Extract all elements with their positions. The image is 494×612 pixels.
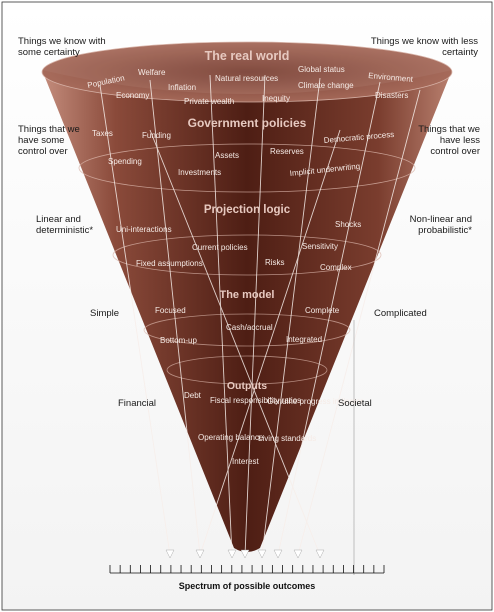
rim-model bbox=[143, 313, 351, 347]
title-outputs: Outputs bbox=[227, 380, 267, 392]
label-sensitivity: Sensitivity bbox=[302, 242, 338, 251]
label-living-standards: Living standards bbox=[258, 434, 316, 443]
label-bottom-up: Bottom-up bbox=[160, 336, 197, 345]
title-the-model: The model bbox=[219, 289, 274, 301]
side-label-financial: Financial bbox=[118, 398, 157, 409]
side-label-simple: Simple bbox=[90, 308, 120, 319]
label-taxes: Taxes bbox=[92, 129, 113, 138]
label-private-wealth: Private wealth bbox=[184, 97, 234, 106]
label-shocks: Shocks bbox=[335, 220, 361, 229]
rim-real-world bbox=[41, 41, 453, 103]
label-assets: Assets bbox=[215, 151, 239, 160]
label-focused: Focused bbox=[155, 306, 186, 315]
label-funding: Funding bbox=[142, 131, 171, 140]
label-disasters: Disasters bbox=[375, 91, 408, 100]
label-risks: Risks bbox=[265, 258, 285, 267]
side-label-complicated: Complicated bbox=[374, 308, 427, 319]
label-interest: Interest bbox=[232, 457, 259, 466]
label-inflation: Inflation bbox=[168, 83, 196, 92]
cone-body bbox=[42, 70, 452, 552]
label-cash-accrual: Cash/accrual bbox=[226, 323, 273, 332]
label-complex: Complex bbox=[320, 263, 352, 272]
title-projection-logic: Projection logic bbox=[204, 204, 291, 216]
title-real-world: The real world bbox=[205, 49, 290, 63]
label-natural-resources: Natural resources bbox=[215, 74, 278, 83]
ray-lines bbox=[99, 74, 421, 556]
rim-outputs bbox=[166, 355, 328, 385]
label-debt: Debt bbox=[184, 391, 202, 400]
label-environment: Environment bbox=[368, 71, 414, 84]
rim-projection bbox=[112, 234, 382, 276]
label-reserves: Reserves bbox=[270, 147, 304, 156]
label-welfare: Welfare bbox=[138, 68, 166, 77]
label-operating-balance: Operating balance bbox=[198, 433, 264, 442]
side-label-linear: Linear and deterministic* bbox=[36, 214, 94, 236]
label-fixed-assumptions: Fixed assumptions bbox=[136, 259, 203, 268]
label-fiscal-responsibility: Fiscal responsibility ratios bbox=[210, 396, 301, 405]
spectrum-ticks bbox=[109, 565, 385, 573]
label-uni-interactions: Uni-interactions bbox=[116, 225, 172, 234]
label-integrated: Integrated bbox=[286, 335, 322, 344]
side-label-less-control: Things that we have less control over bbox=[418, 124, 480, 157]
label-complete: Complete bbox=[305, 306, 340, 315]
title-gov-policies: Government policies bbox=[188, 116, 307, 130]
ray-arrowheads bbox=[165, 549, 325, 559]
side-label-less-certainty: Things we know with less certainty bbox=[370, 36, 478, 58]
label-spending: Spending bbox=[108, 157, 142, 166]
side-label-societal: Societal bbox=[338, 398, 372, 409]
side-label-known-certainty: Things we know with some certainty bbox=[18, 36, 106, 58]
side-label-nonlinear: Non-linear and probabilistic* bbox=[409, 214, 472, 236]
label-genuine-progress: Genuine progress indicator bbox=[267, 397, 363, 406]
label-inequity: Inequity bbox=[262, 94, 290, 103]
label-investments: Investments bbox=[178, 168, 221, 177]
side-label-some-control: Things that we have some control over bbox=[18, 124, 80, 157]
label-climate-change: Climate change bbox=[298, 81, 354, 90]
rim-gov-policies bbox=[78, 143, 416, 193]
label-current-policies: Current policies bbox=[192, 243, 248, 252]
label-economy: Economy bbox=[116, 91, 149, 100]
spectrum-label: Spectrum of possible outcomes bbox=[179, 581, 316, 591]
label-global-status: Global status bbox=[298, 65, 345, 74]
